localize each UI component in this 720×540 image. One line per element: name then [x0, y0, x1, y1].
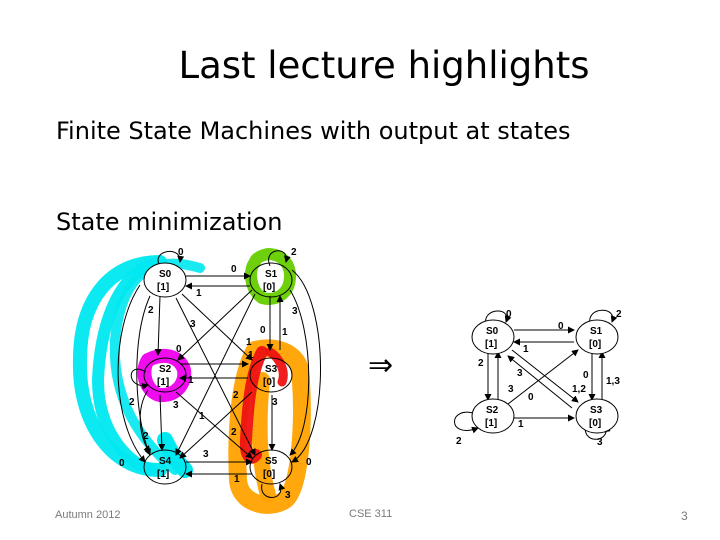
left-fsm-edge-labels: 0 2 0 1 2 3 3 0 1 1 1 1 2 3 2 3 1 2 3 2 …	[119, 247, 312, 501]
edge-label: 0	[231, 264, 237, 275]
edge-label: 1	[246, 337, 252, 348]
edge-label: 0	[260, 325, 266, 336]
edge-label: 3	[285, 490, 291, 501]
edge-label: 3	[517, 368, 523, 379]
edge-label: 0	[306, 457, 312, 468]
edge-label: 2	[143, 431, 149, 442]
svg-text:[1]: [1]	[157, 282, 169, 293]
edge-label: 0	[178, 247, 184, 258]
right-fsm-states: S0 [1] S1 [0] S2 [1] S3 [0]	[471, 319, 619, 434]
edge-label: 2	[616, 309, 622, 320]
svg-text:[1]: [1]	[157, 469, 169, 480]
svg-text:[0]: [0]	[589, 418, 601, 429]
edge-label: 1	[196, 288, 202, 299]
svg-text:[1]: [1]	[157, 377, 169, 388]
edge-label: 1	[199, 411, 205, 422]
footer-course: CSE 311	[349, 508, 393, 520]
footer-date: Autumn 2012	[55, 509, 121, 521]
svg-text:S1: S1	[590, 326, 603, 337]
footer-page-number: 3	[681, 509, 688, 523]
red-highlight-2	[265, 347, 288, 387]
svg-text:S0: S0	[486, 326, 499, 337]
orange-highlight	[228, 339, 311, 514]
left-fsm-states: S0 [1] S1 [0] S2 [1] S3 [0] S4 [1] S5 [0…	[143, 262, 293, 485]
edge-label: 3	[292, 306, 298, 317]
svg-text:[0]: [0]	[263, 469, 275, 480]
state-s4: S4 [1]	[143, 449, 187, 485]
edge-label: 3	[203, 449, 209, 460]
edge-label: 2	[148, 305, 154, 316]
state-s1: S1 [0]	[575, 319, 619, 355]
right-fsm-edge-labels: 0 2 0 1 2 3 3 0 0 1,2 1,3 1 2 3	[456, 309, 622, 448]
edge-label: 3	[508, 384, 514, 395]
cyan-highlight-4	[157, 432, 193, 478]
state-s3: S3 [0]	[249, 357, 293, 393]
edge-label: 2	[129, 397, 135, 408]
implies-arrow: ⇒	[368, 348, 394, 383]
edge-label: 2	[456, 436, 462, 447]
edge-label: 1	[234, 474, 240, 485]
edge-label: 1	[248, 350, 254, 361]
edge-label: 2	[233, 390, 239, 401]
svg-text:[0]: [0]	[263, 377, 275, 388]
edge-label: 0	[506, 309, 512, 320]
bullet-fsm-output: Finite State Machines with output at sta…	[56, 117, 571, 145]
left-fsm-edges	[117, 250, 321, 498]
edge-label: 0	[176, 344, 182, 355]
svg-text:[0]: [0]	[589, 339, 601, 350]
edge-label: 1	[518, 419, 524, 430]
edge-label: 3	[597, 437, 603, 448]
svg-text:[1]: [1]	[485, 339, 497, 350]
state-s0: S0 [1]	[471, 319, 515, 355]
edge-label: 2	[231, 427, 237, 438]
svg-text:[1]: [1]	[485, 418, 497, 429]
svg-text:S3: S3	[590, 405, 603, 416]
green-highlight	[244, 248, 296, 305]
state-s5: S5 [0]	[249, 449, 293, 485]
state-s3: S3 [0]	[575, 398, 619, 434]
edge-label: 1	[523, 344, 529, 355]
svg-text:S2: S2	[159, 364, 172, 375]
edge-label: 2	[478, 358, 484, 369]
edge-label: 1,2	[572, 384, 586, 395]
slide-title: Last lecture highlights	[178, 44, 590, 87]
svg-text:S3: S3	[265, 364, 278, 375]
state-s1: S1 [0]	[249, 262, 293, 298]
edge-label: 0	[119, 458, 125, 469]
state-s2: S2 [1]	[471, 398, 515, 434]
edge-label: 0	[558, 321, 564, 332]
svg-text:[0]: [0]	[263, 282, 275, 293]
edge-label: 0	[583, 370, 589, 381]
svg-text:S0: S0	[159, 269, 172, 280]
bullet-state-minimization: State minimization	[56, 208, 283, 236]
edge-label: 1,3	[606, 376, 620, 387]
cyan-highlight	[72, 255, 167, 477]
svg-text:S4: S4	[159, 456, 172, 467]
svg-text:S5: S5	[265, 456, 278, 467]
state-s2: S2 [1]	[143, 357, 187, 393]
edge-label: 3	[190, 319, 196, 330]
edge-label: 1	[188, 375, 194, 386]
edge-label: 2	[291, 247, 297, 258]
svg-text:S2: S2	[486, 405, 499, 416]
cyan-highlight-2	[92, 259, 156, 476]
state-s0: S0 [1]	[143, 262, 187, 298]
edge-label: 3	[173, 400, 179, 411]
svg-text:S1: S1	[265, 269, 278, 280]
edge-label: 0	[528, 392, 534, 403]
edge-label: 1	[282, 327, 288, 338]
edge-label: 3	[272, 397, 278, 408]
